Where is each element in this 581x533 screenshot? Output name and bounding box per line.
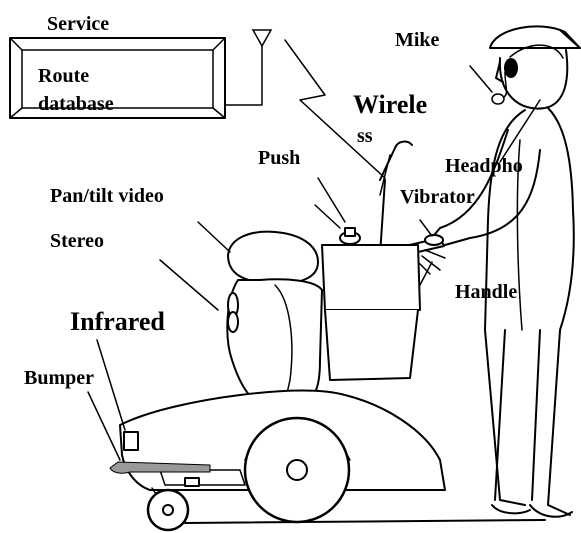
person-figure (429, 25, 581, 518)
route-database-box (9, 37, 226, 119)
callout-lines (87, 65, 541, 461)
push-label: Push (258, 147, 300, 169)
route-label-line1: Route (38, 65, 89, 87)
infrared-label: Infrared (70, 307, 165, 336)
bumper-label: Bumper (24, 367, 94, 389)
handle-label: Handle (455, 281, 517, 303)
vibrator-label: Vibrator (400, 186, 475, 208)
front-wheel (146, 488, 190, 532)
stereo-label: Stereo (50, 230, 104, 252)
pan-tilt-video-label: Pan/tilt video (50, 185, 164, 207)
wireless-label-line2: ss (357, 125, 373, 147)
service-label: Service (47, 13, 109, 35)
wireless-label-line1: Wirele (353, 90, 427, 119)
headphones-label: Headpho (445, 155, 523, 177)
wireless-link-icon (284, 39, 386, 229)
mike-label: Mike (395, 29, 440, 51)
server-antenna (224, 29, 273, 106)
ground-line (184, 519, 546, 524)
push-button-icon (339, 227, 361, 245)
rear-wheel (243, 416, 351, 524)
route-label-line2: database (38, 93, 114, 115)
